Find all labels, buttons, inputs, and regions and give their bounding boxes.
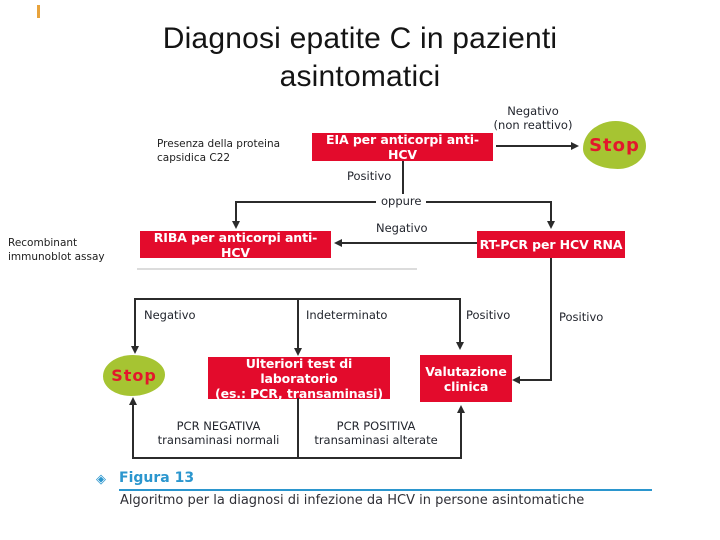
caption-divider bbox=[119, 489, 652, 491]
edge-label-negativo-non-reattivo: Negativo (non reattivo) bbox=[493, 104, 573, 132]
outcome-pcr-positiva: PCR POSITIVA transaminasi alterate bbox=[314, 419, 438, 447]
annotation-c22: Presenza della proteina capsidica C22 bbox=[157, 138, 281, 164]
edge-label-branch-indeterminato: Indeterminato bbox=[306, 308, 388, 322]
edge-to-riba bbox=[235, 201, 237, 221]
edge-label-positivo-eia: Positivo bbox=[347, 169, 392, 183]
edge-rtpcr-valutazione bbox=[519, 379, 552, 381]
edge-label-negativo-rtpcr: Negativo bbox=[376, 221, 428, 235]
node-riba: RIBA per anticorpi anti-HCV bbox=[140, 230, 331, 260]
node-stop-top: Stop bbox=[583, 121, 646, 169]
edge-label-branch-negativo: Negativo bbox=[144, 308, 196, 322]
arrowhead-down-icon bbox=[232, 221, 240, 229]
edge-bottom-horizontal bbox=[132, 457, 462, 459]
edge-branch-positivo bbox=[459, 298, 461, 342]
edge-pcrpos-up bbox=[460, 412, 462, 458]
arrowhead-down-icon bbox=[131, 346, 139, 354]
page-title-text: Diagnosi epatite C in pazienti asintomat… bbox=[162, 22, 558, 93]
edge-label-positivo-rtpcr: Positivo bbox=[559, 310, 604, 324]
arrowhead-right-icon bbox=[571, 142, 579, 150]
arrowhead-up-icon bbox=[457, 405, 465, 413]
slide-accent-dash bbox=[37, 5, 40, 18]
arrowhead-down-icon bbox=[456, 342, 464, 350]
edge-pcrneg-up bbox=[132, 404, 134, 458]
edge-branch-negativo bbox=[134, 298, 136, 346]
outcome-pcr-negativa: PCR NEGATIVA transaminasi normali bbox=[157, 419, 280, 447]
edge-rtpcr-riba bbox=[341, 242, 477, 244]
edge-label-branch-positivo: Positivo bbox=[466, 308, 511, 322]
figure-label: Figura 13 bbox=[119, 470, 195, 486]
node-valutazione-clinica: Valutazione clinica bbox=[420, 355, 512, 402]
edge-eia-stop bbox=[496, 145, 572, 147]
edge-branch-indeterminato bbox=[297, 298, 299, 348]
arrowhead-down-icon bbox=[294, 348, 302, 356]
node-stop-bottom: Stop bbox=[103, 355, 165, 396]
edge-label-oppure: oppure bbox=[376, 194, 427, 208]
node-ulteriori-test: Ulteriori test di laboratorio (es.: PCR,… bbox=[208, 356, 390, 401]
annotation-riba: Recombinant immunoblot assay bbox=[8, 237, 105, 263]
scan-artifact-line bbox=[137, 268, 417, 270]
edge-rtpcr-down bbox=[550, 258, 552, 381]
diamond-icon: ◈ bbox=[96, 472, 106, 487]
arrowhead-up-icon bbox=[129, 397, 137, 405]
figure-caption: Algoritmo per la diagnosi di infezione d… bbox=[120, 493, 585, 508]
arrowhead-down-icon bbox=[547, 221, 555, 229]
page-title: Diagnosi epatite C in pazienti asintomat… bbox=[0, 20, 720, 96]
node-eia: EIA per anticorpi anti-HCV bbox=[312, 132, 493, 162]
edge-eia-down bbox=[402, 161, 404, 202]
arrowhead-left-icon bbox=[334, 239, 342, 247]
edge-to-rtpcr bbox=[550, 201, 552, 221]
edge-ulteriori-down bbox=[297, 398, 299, 458]
node-rtpcr: RT-PCR per HCV RNA bbox=[477, 231, 625, 258]
arrowhead-left-icon bbox=[512, 376, 520, 384]
